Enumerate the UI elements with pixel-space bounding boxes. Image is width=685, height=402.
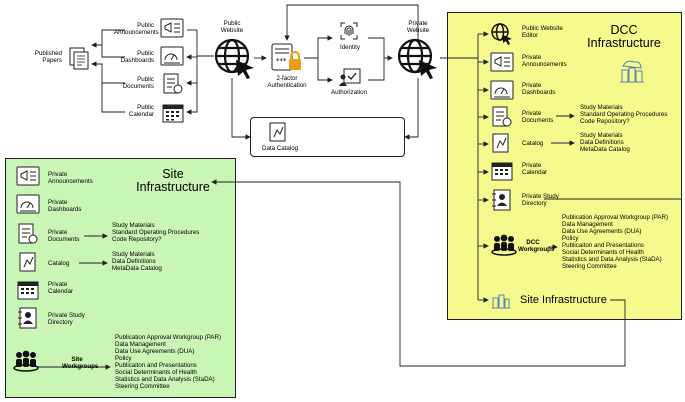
two-factor-auth-label: 2-factor Authentication — [267, 75, 307, 89]
dcc-dashboards-label: Private Dashboards — [522, 82, 556, 96]
private-website-label: Private Website — [406, 20, 430, 34]
site-documents-label: Private Documents — [48, 229, 80, 243]
site-dashboards-label: Private Dashboards — [48, 199, 82, 213]
dcc-website-editor-label: Public Website Editor — [522, 25, 563, 39]
identity-label: Identity — [340, 44, 360, 51]
calendar-icon — [17, 279, 39, 306]
dcc-announcements-label: Private Announcements — [522, 54, 567, 68]
site-catalog-list-1: Data Definitions — [112, 258, 156, 265]
site-calendar-label: Private Calendar — [48, 281, 74, 295]
dcc-workgroup-0: Publication Approval Workgroup (PAR) — [562, 214, 669, 221]
published-papers-icon — [67, 46, 93, 77]
dcc-site-infrastructure-label: Site Infrastructure — [520, 294, 607, 306]
dashboard-icon — [16, 194, 40, 221]
data-catalog-label: Data Catalog — [262, 145, 299, 152]
site-workgroup-0: Publication Approval Workgroup (PAR) — [115, 334, 222, 341]
site-workgroup-1: Data Management — [115, 341, 166, 348]
public-dashboards-label: Public Dashboards — [120, 50, 154, 64]
dcc-workgroups-label: DCC Workgroups — [518, 239, 555, 253]
catalog-icon — [491, 132, 511, 159]
workgroups-icon — [490, 234, 518, 261]
authorization-label: Authorization — [330, 89, 368, 96]
site-documents-list-2: Code Repository? — [112, 236, 162, 243]
dcc-documents-list-2: Code Repository? — [580, 118, 630, 125]
announcements-icon — [490, 52, 514, 79]
catalog-icon — [18, 251, 38, 278]
documents-icon — [491, 105, 513, 134]
study-directory-icon — [491, 188, 513, 217]
public-documents-label: Public Documents — [122, 76, 154, 90]
site-directory-label: Private Study Directory — [48, 312, 85, 326]
site-infrastructure-panel — [5, 158, 236, 398]
site-workgroup-2: Data Use Agreements (DUA) — [115, 348, 195, 355]
dcc-infrastructure-title: DCC Infrastructure — [587, 23, 661, 50]
site-workgroup-3: Policy — [115, 355, 132, 362]
public-website-label: Public Website — [220, 20, 244, 34]
svg-text:***: *** — [276, 57, 287, 65]
site-workgroup-4: Publicaiton and Presentations — [115, 362, 197, 369]
data-catalog-icon — [268, 121, 288, 148]
site-documents-list-1: Standard Operating Procedures — [112, 229, 200, 236]
dcc-catalog-list-2: MetaData Catalog — [580, 146, 630, 153]
site-workgroup-7: Steering Committee — [115, 383, 170, 390]
dcc-catalog-list-1: Data Definitions — [580, 139, 624, 146]
building-icon — [618, 58, 646, 89]
calendar-icon — [491, 160, 513, 187]
dcc-documents-list-0: Study Materials — [580, 104, 623, 111]
calendar-icon — [162, 102, 184, 129]
study-directory-icon — [17, 306, 39, 335]
dcc-workgroup-3: Policy — [562, 235, 579, 242]
site-announcements-label: Private Announcements — [48, 171, 93, 185]
workgroups-icon — [12, 350, 40, 377]
website-editor-icon — [490, 22, 514, 51]
fingerprint-icon — [338, 20, 360, 47]
site-workgroup-5: Social Determinants of Health — [115, 369, 197, 376]
dcc-documents-label: Private Documents — [522, 110, 554, 124]
site-catalog-label: Catalog — [48, 260, 70, 267]
site-documents-list-0: Study Materials — [112, 222, 155, 229]
documents-icon — [17, 222, 39, 251]
dcc-directory-label: Private Study Directory — [522, 193, 559, 207]
two-factor-auth-icon: *** — [270, 42, 304, 79]
dcc-documents-list-1: Standard Operating Procedures — [580, 111, 668, 118]
dcc-workgroup-6: Statistics and Data Analysis (StaDA) — [562, 256, 662, 263]
public-website-globe-icon[interactable] — [214, 38, 256, 85]
documents-icon — [162, 72, 184, 101]
announcements-icon — [160, 18, 184, 45]
dcc-workgroup-7: Steering Committee — [562, 263, 617, 270]
public-announcements-label: Public Announcements — [114, 22, 159, 36]
dcc-workgroup-5: Social Determinants of Health — [562, 249, 644, 256]
published-papers-label: Published Papers — [34, 50, 62, 64]
dashboard-icon — [160, 46, 184, 73]
dashboard-icon — [490, 80, 514, 107]
site-catalog-list-2: MetaData Catalog — [112, 265, 162, 272]
site-catalog-list-0: Study Materials — [112, 251, 155, 258]
site-workgroup-6: Statistics and Data Analysis (StaDA) — [115, 376, 215, 383]
dcc-catalog-list-0: Study Materials — [580, 132, 623, 139]
site-workgroups-label: Site Workgroups — [62, 356, 99, 370]
site-infrastructure-title: Site Infrastructure — [136, 167, 210, 194]
dcc-calendar-label: Private Calendar — [522, 162, 548, 176]
site-infrastructure-icon — [491, 292, 511, 315]
announcements-icon — [16, 166, 40, 193]
dcc-workgroup-2: Data Use Agreements (DUA) — [562, 228, 642, 235]
dcc-workgroup-4: Publicaiton and Presentations — [562, 242, 644, 249]
authorization-icon — [338, 66, 362, 93]
private-website-globe-icon[interactable] — [397, 38, 439, 85]
dcc-catalog-label: Catalog — [522, 140, 544, 147]
dcc-workgroup-1: Data Management — [562, 221, 613, 228]
public-calendar-label: Public Calendar — [128, 104, 154, 118]
